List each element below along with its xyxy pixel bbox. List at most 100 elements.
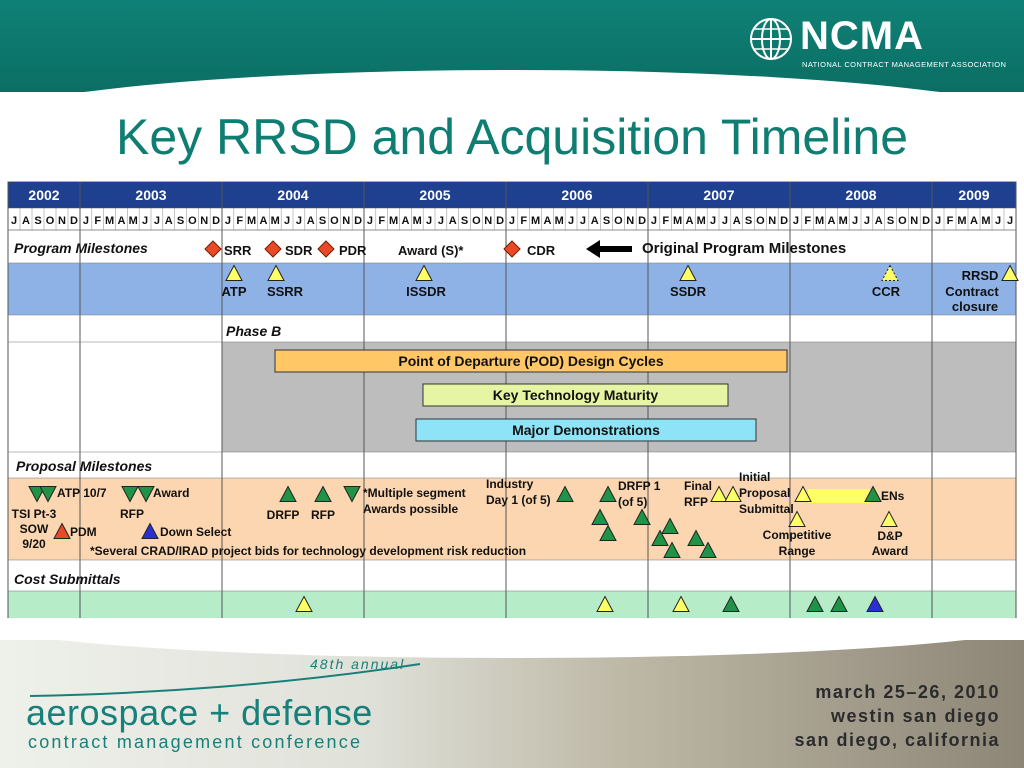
month-label: D (780, 215, 788, 227)
proposal-milestone-label: RFP (311, 508, 335, 522)
program-milestones-label: Program Milestones (14, 240, 148, 256)
year-label: 2006 (561, 187, 592, 203)
proposal-milestone-label: Proposal (739, 486, 790, 500)
proposal-milestone-triangle (314, 485, 332, 502)
program-milestone-triangle (415, 264, 433, 281)
proposal-milestone-label: TSI Pt-3 (12, 507, 57, 521)
original-milestone-label: CDR (527, 243, 556, 258)
month-label: J (438, 215, 444, 227)
proposal-milestone-triangle (699, 541, 717, 558)
month-label: A (875, 215, 883, 227)
proposal-milestone-triangle (556, 485, 574, 502)
program-milestone-label: SSDR (670, 284, 707, 299)
globe-icon (750, 18, 792, 60)
month-label: D (212, 215, 220, 227)
proposal-milestone-label: Down Select (160, 525, 231, 539)
proposal-milestone-triangle (591, 508, 609, 525)
cost-submittal-triangle (830, 595, 848, 612)
month-label: A (259, 215, 267, 227)
month-label: A (449, 215, 457, 227)
month-label: F (804, 215, 811, 227)
cost-submittal-triangle (672, 595, 690, 612)
month-label: N (200, 215, 208, 227)
year-label: 2002 (28, 187, 59, 203)
month-label: J (154, 215, 160, 227)
proposal-milestone-label: RFP (684, 495, 708, 509)
month-label: N (58, 215, 66, 227)
month-label: J (225, 215, 231, 227)
event-dates: march 25–26, 2010 (815, 682, 1000, 702)
proposal-milestone-label: Final (684, 479, 712, 493)
month-label: D (638, 215, 646, 227)
month-label: O (756, 215, 765, 227)
program-milestone-triangle (881, 264, 899, 281)
proposal-milestone-triangle (651, 529, 669, 546)
month-label: J (509, 215, 515, 227)
month-label: M (555, 215, 564, 227)
year-label: 2005 (419, 187, 450, 203)
month-label: J (83, 215, 89, 227)
program-milestone-label: ISSDR (406, 284, 446, 299)
proposal-milestone-label: Submittal (739, 502, 794, 516)
proposal-milestone-label: ENs (881, 489, 905, 503)
month-label: S (887, 215, 894, 227)
month-label: N (626, 215, 634, 227)
month-label: N (910, 215, 918, 227)
cost-band (8, 591, 1016, 619)
month-label: J (1007, 215, 1013, 227)
month-label: D (354, 215, 362, 227)
month-label: J (296, 215, 302, 227)
month-label: D (70, 215, 78, 227)
month-label: F (236, 215, 243, 227)
program-milestone-triangle (267, 264, 285, 281)
proposal-milestone-label: Day 1 (of 5) (486, 493, 551, 507)
rrsd-label: RRSD (962, 268, 999, 283)
closure-label: closure (952, 299, 998, 314)
month-label: F (947, 215, 954, 227)
logo-subtitle: NATIONAL CONTRACT MANAGEMENT ASSOCIATION (802, 60, 1007, 69)
year-label: 2003 (135, 187, 166, 203)
program-milestone-triangle (679, 264, 697, 281)
month-label: N (768, 215, 776, 227)
phase-b-bar (274, 349, 788, 373)
month-label: M (129, 215, 138, 227)
month-label: O (330, 215, 339, 227)
month-label: A (22, 215, 30, 227)
proposal-milestone-label: Range (779, 544, 816, 558)
conference-name: aerospace + defense (26, 692, 373, 733)
month-label: A (970, 215, 978, 227)
program-band (8, 263, 1016, 315)
arrow-left-icon (586, 240, 632, 258)
month-label: M (413, 215, 422, 227)
cost-submittal-triangle (722, 595, 740, 612)
program-milestone-triangle (1001, 264, 1019, 281)
proposal-milestone-label: RFP (120, 507, 144, 521)
proposal-milestone-triangle (343, 486, 361, 503)
proposal-milestone-label: DRFP 1 (618, 479, 661, 493)
month-label: F (378, 215, 385, 227)
proposal-milestone-triangle (599, 485, 617, 502)
proposal-milestone-label: D&P (877, 529, 902, 543)
proposal-milestone-label: Initial (739, 470, 770, 484)
month-label: M (531, 215, 540, 227)
logo-text: NCMA (800, 14, 924, 58)
proposal-milestone-triangle (864, 485, 882, 502)
footer-banner (0, 640, 1024, 768)
month-label: M (697, 215, 706, 227)
cost-submittal-triangle (596, 595, 614, 612)
phase-b-bar (422, 383, 729, 407)
original-milestone-label: SRR (224, 243, 252, 258)
proposal-milestone-triangle (724, 485, 742, 502)
month-label: M (271, 215, 280, 227)
proposal-milestone-triangle (687, 529, 705, 546)
month-label: A (591, 215, 599, 227)
phase-b-label: Phase B (226, 323, 281, 339)
cost-submittal-triangle (866, 595, 884, 612)
original-milestone-diamond (264, 240, 282, 258)
proposal-milestone-label: (of 5) (618, 495, 647, 509)
phase-b-bar (415, 418, 757, 442)
month-label: S (745, 215, 752, 227)
phase-b-bar-label: Key Technology Maturity (493, 387, 659, 403)
month-label: A (733, 215, 741, 227)
